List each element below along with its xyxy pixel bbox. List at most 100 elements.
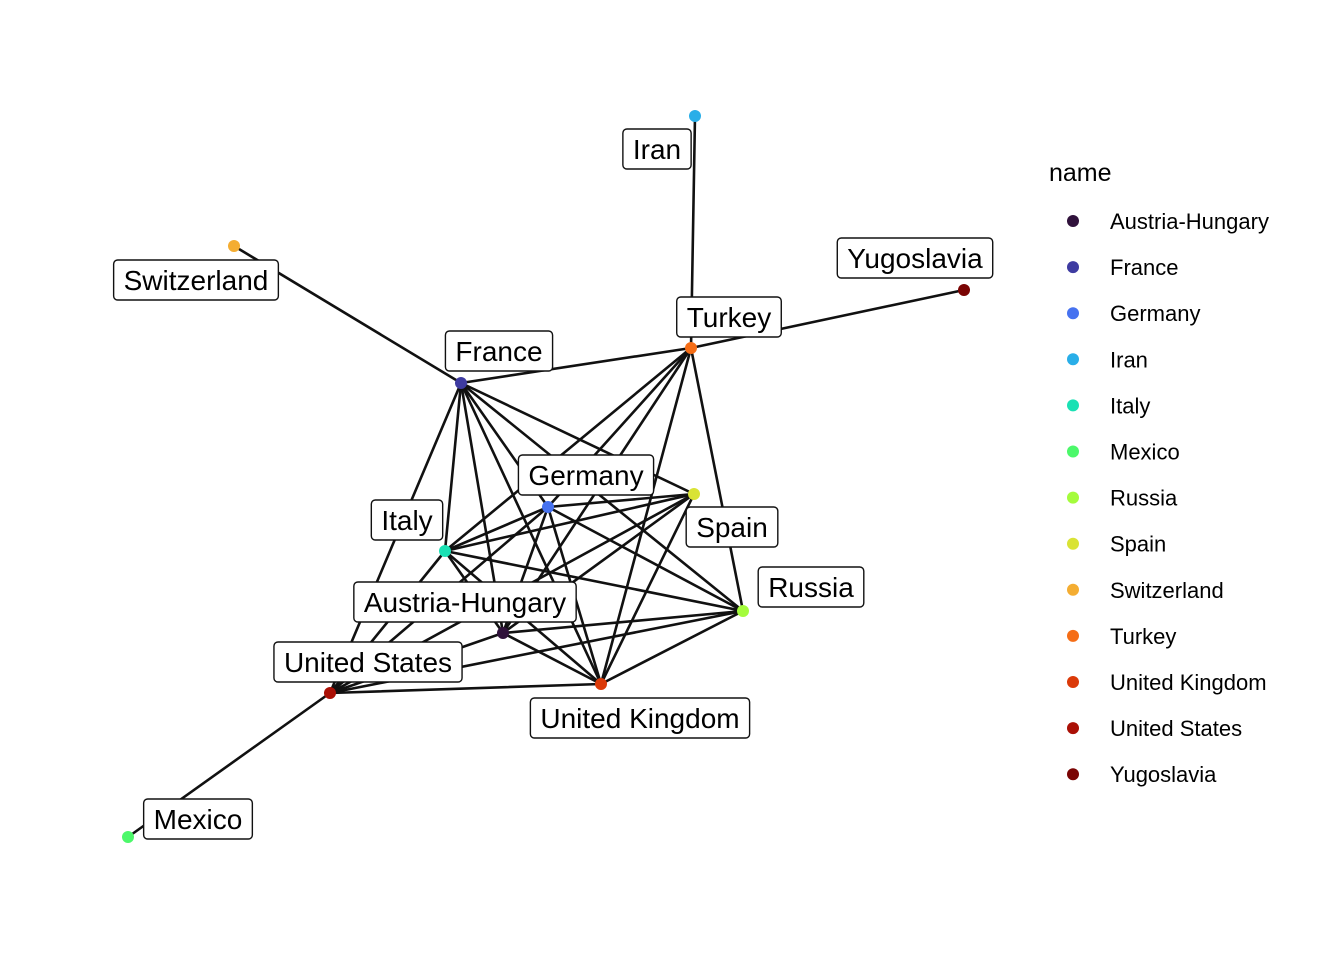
legend-label: Yugoslavia xyxy=(1110,762,1217,787)
legend-label: Turkey xyxy=(1110,624,1176,649)
node-label-box xyxy=(836,237,994,279)
node-label-text: Mexico xyxy=(154,804,243,835)
legend-swatch xyxy=(1067,353,1079,366)
node-russia xyxy=(737,605,749,617)
node-label-box xyxy=(370,499,444,541)
edge-turkey-yugoslavia xyxy=(689,288,966,350)
node-label-text: France xyxy=(455,336,542,367)
edge-italy-russia xyxy=(443,549,745,613)
node-label-text: Switzerland xyxy=(124,265,269,296)
edge-france-spain xyxy=(459,381,696,496)
node-germany xyxy=(542,501,554,513)
legend-swatch xyxy=(1067,768,1079,781)
legend-item-germany: Germany xyxy=(1067,301,1200,326)
node-label-russia: Russia xyxy=(757,566,865,608)
node-label-iran: Iran xyxy=(622,128,692,170)
legend-swatch xyxy=(1067,491,1079,504)
node-turkey xyxy=(685,342,697,354)
legend-label: Switzerland xyxy=(1110,578,1224,603)
node-iran xyxy=(689,110,701,122)
node-label-text: Yugoslavia xyxy=(847,243,983,274)
legend-item-austria-hungary: Austria-Hungary xyxy=(1067,209,1269,234)
legend-item-spain: Spain xyxy=(1067,532,1166,557)
node-labels-layer: Austria-HungaryFranceGermanyIranItalyMex… xyxy=(112,128,994,840)
node-label-united-kingdom: United Kingdom xyxy=(529,697,751,739)
legend-label: Iran xyxy=(1110,347,1148,372)
nodes-layer xyxy=(122,110,970,843)
node-label-text: Russia xyxy=(768,572,854,603)
node-label-france: France xyxy=(444,330,554,372)
legend-label: Mexico xyxy=(1110,440,1180,465)
node-austria-hungary xyxy=(497,627,509,639)
node-mexico xyxy=(122,831,134,843)
node-united-states xyxy=(324,687,336,699)
legend-swatch xyxy=(1067,583,1079,596)
node-label-box xyxy=(273,641,463,683)
edge-france-turkey xyxy=(459,346,693,385)
edge-united-kingdom-united-states xyxy=(328,682,603,695)
node-label-box xyxy=(353,581,577,623)
legend-item-france: France xyxy=(1067,255,1178,280)
legend-swatch xyxy=(1067,215,1079,227)
legend-label: United Kingdom xyxy=(1110,670,1267,695)
edge-russia-austria-hungary xyxy=(501,609,745,635)
legend-swatch xyxy=(1067,307,1079,320)
node-label-germany: Germany xyxy=(517,454,655,496)
legend-label: France xyxy=(1110,255,1178,280)
node-label-text: United States xyxy=(284,647,452,678)
legend-item-iran: Iran xyxy=(1067,347,1148,372)
node-label-text: United Kingdom xyxy=(540,703,739,734)
node-switzerland xyxy=(228,240,240,252)
legend-label: Germany xyxy=(1110,301,1200,326)
edge-france-united-kingdom xyxy=(459,381,603,686)
legend-item-switzerland: Switzerland xyxy=(1067,578,1224,603)
legend-item-italy: Italy xyxy=(1067,393,1150,418)
node-label-text: Germany xyxy=(528,460,643,491)
node-label-box xyxy=(517,454,655,496)
legend-item-russia: Russia xyxy=(1067,486,1178,511)
legend-swatch xyxy=(1067,399,1079,412)
node-label-text: Turkey xyxy=(687,302,772,333)
node-label-box xyxy=(444,330,554,372)
legend-label: Austria-Hungary xyxy=(1110,209,1269,234)
node-label-turkey: Turkey xyxy=(676,296,782,338)
node-label-box xyxy=(112,259,280,301)
legend-swatch xyxy=(1067,445,1079,458)
edge-turkey-russia xyxy=(689,346,745,613)
edge-turkey-italy xyxy=(443,346,693,553)
legend-label: Russia xyxy=(1110,486,1178,511)
edge-austria-hungary-united-kingdom xyxy=(501,631,603,686)
node-label-text: Iran xyxy=(633,134,681,165)
edge-france-italy xyxy=(443,381,463,553)
edge-spain-italy xyxy=(443,492,696,553)
legend-item-mexico: Mexico xyxy=(1067,440,1180,465)
edge-germany-russia xyxy=(546,505,745,613)
edge-germany-spain xyxy=(546,492,696,509)
legend-label: Spain xyxy=(1110,532,1166,557)
node-yugoslavia xyxy=(958,284,970,296)
legend-swatch xyxy=(1067,676,1079,688)
node-label-box xyxy=(529,697,751,739)
node-label-box xyxy=(685,506,779,548)
node-united-kingdom xyxy=(595,678,607,690)
legend-swatch xyxy=(1067,629,1079,642)
legend-swatch xyxy=(1067,722,1079,735)
node-label-italy: Italy xyxy=(370,499,444,541)
edge-france-russia xyxy=(459,381,745,613)
edge-spain-united-kingdom xyxy=(599,492,696,686)
legend-label: Italy xyxy=(1110,393,1150,418)
node-label-box xyxy=(622,128,692,170)
edge-germany-italy xyxy=(443,505,550,553)
node-label-mexico: Mexico xyxy=(142,798,254,840)
node-label-box xyxy=(676,296,782,338)
legend-title: name xyxy=(1049,159,1112,187)
legend-item-united-states: United States xyxy=(1067,716,1242,741)
legend-swatch xyxy=(1067,261,1079,274)
node-label-text: Italy xyxy=(381,505,432,536)
node-italy xyxy=(439,545,451,557)
node-label-box xyxy=(142,798,254,840)
node-label-box xyxy=(757,566,865,608)
node-label-yugoslavia: Yugoslavia xyxy=(836,237,994,279)
edge-russia-united-kingdom xyxy=(599,609,745,686)
